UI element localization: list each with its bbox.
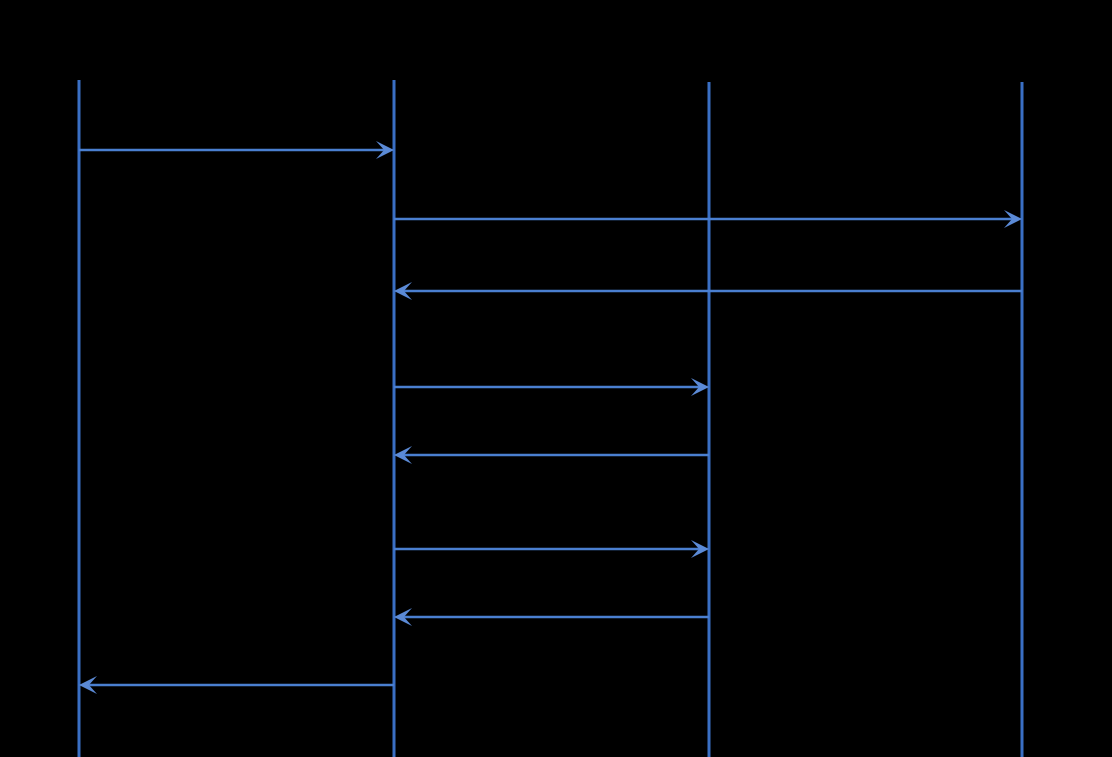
- message-8[interactable]: [79, 676, 394, 694]
- arrowhead-right: [691, 540, 709, 558]
- message-7[interactable]: [394, 608, 709, 626]
- arrowhead-right: [376, 141, 394, 159]
- message-4[interactable]: [394, 378, 709, 396]
- message-6[interactable]: [394, 540, 709, 558]
- arrowhead-right: [691, 378, 709, 396]
- message-3[interactable]: [394, 282, 1022, 300]
- messages-group: [79, 141, 1022, 694]
- message-2[interactable]: [394, 210, 1022, 228]
- lifelines-group: [77, 80, 1024, 757]
- message-1[interactable]: [79, 141, 394, 159]
- arrowhead-left: [394, 446, 412, 464]
- arrowhead-left: [394, 608, 412, 626]
- arrowhead-left: [394, 282, 412, 300]
- message-5[interactable]: [394, 446, 709, 464]
- arrowhead-right: [1004, 210, 1022, 228]
- arrowhead-left: [79, 676, 97, 694]
